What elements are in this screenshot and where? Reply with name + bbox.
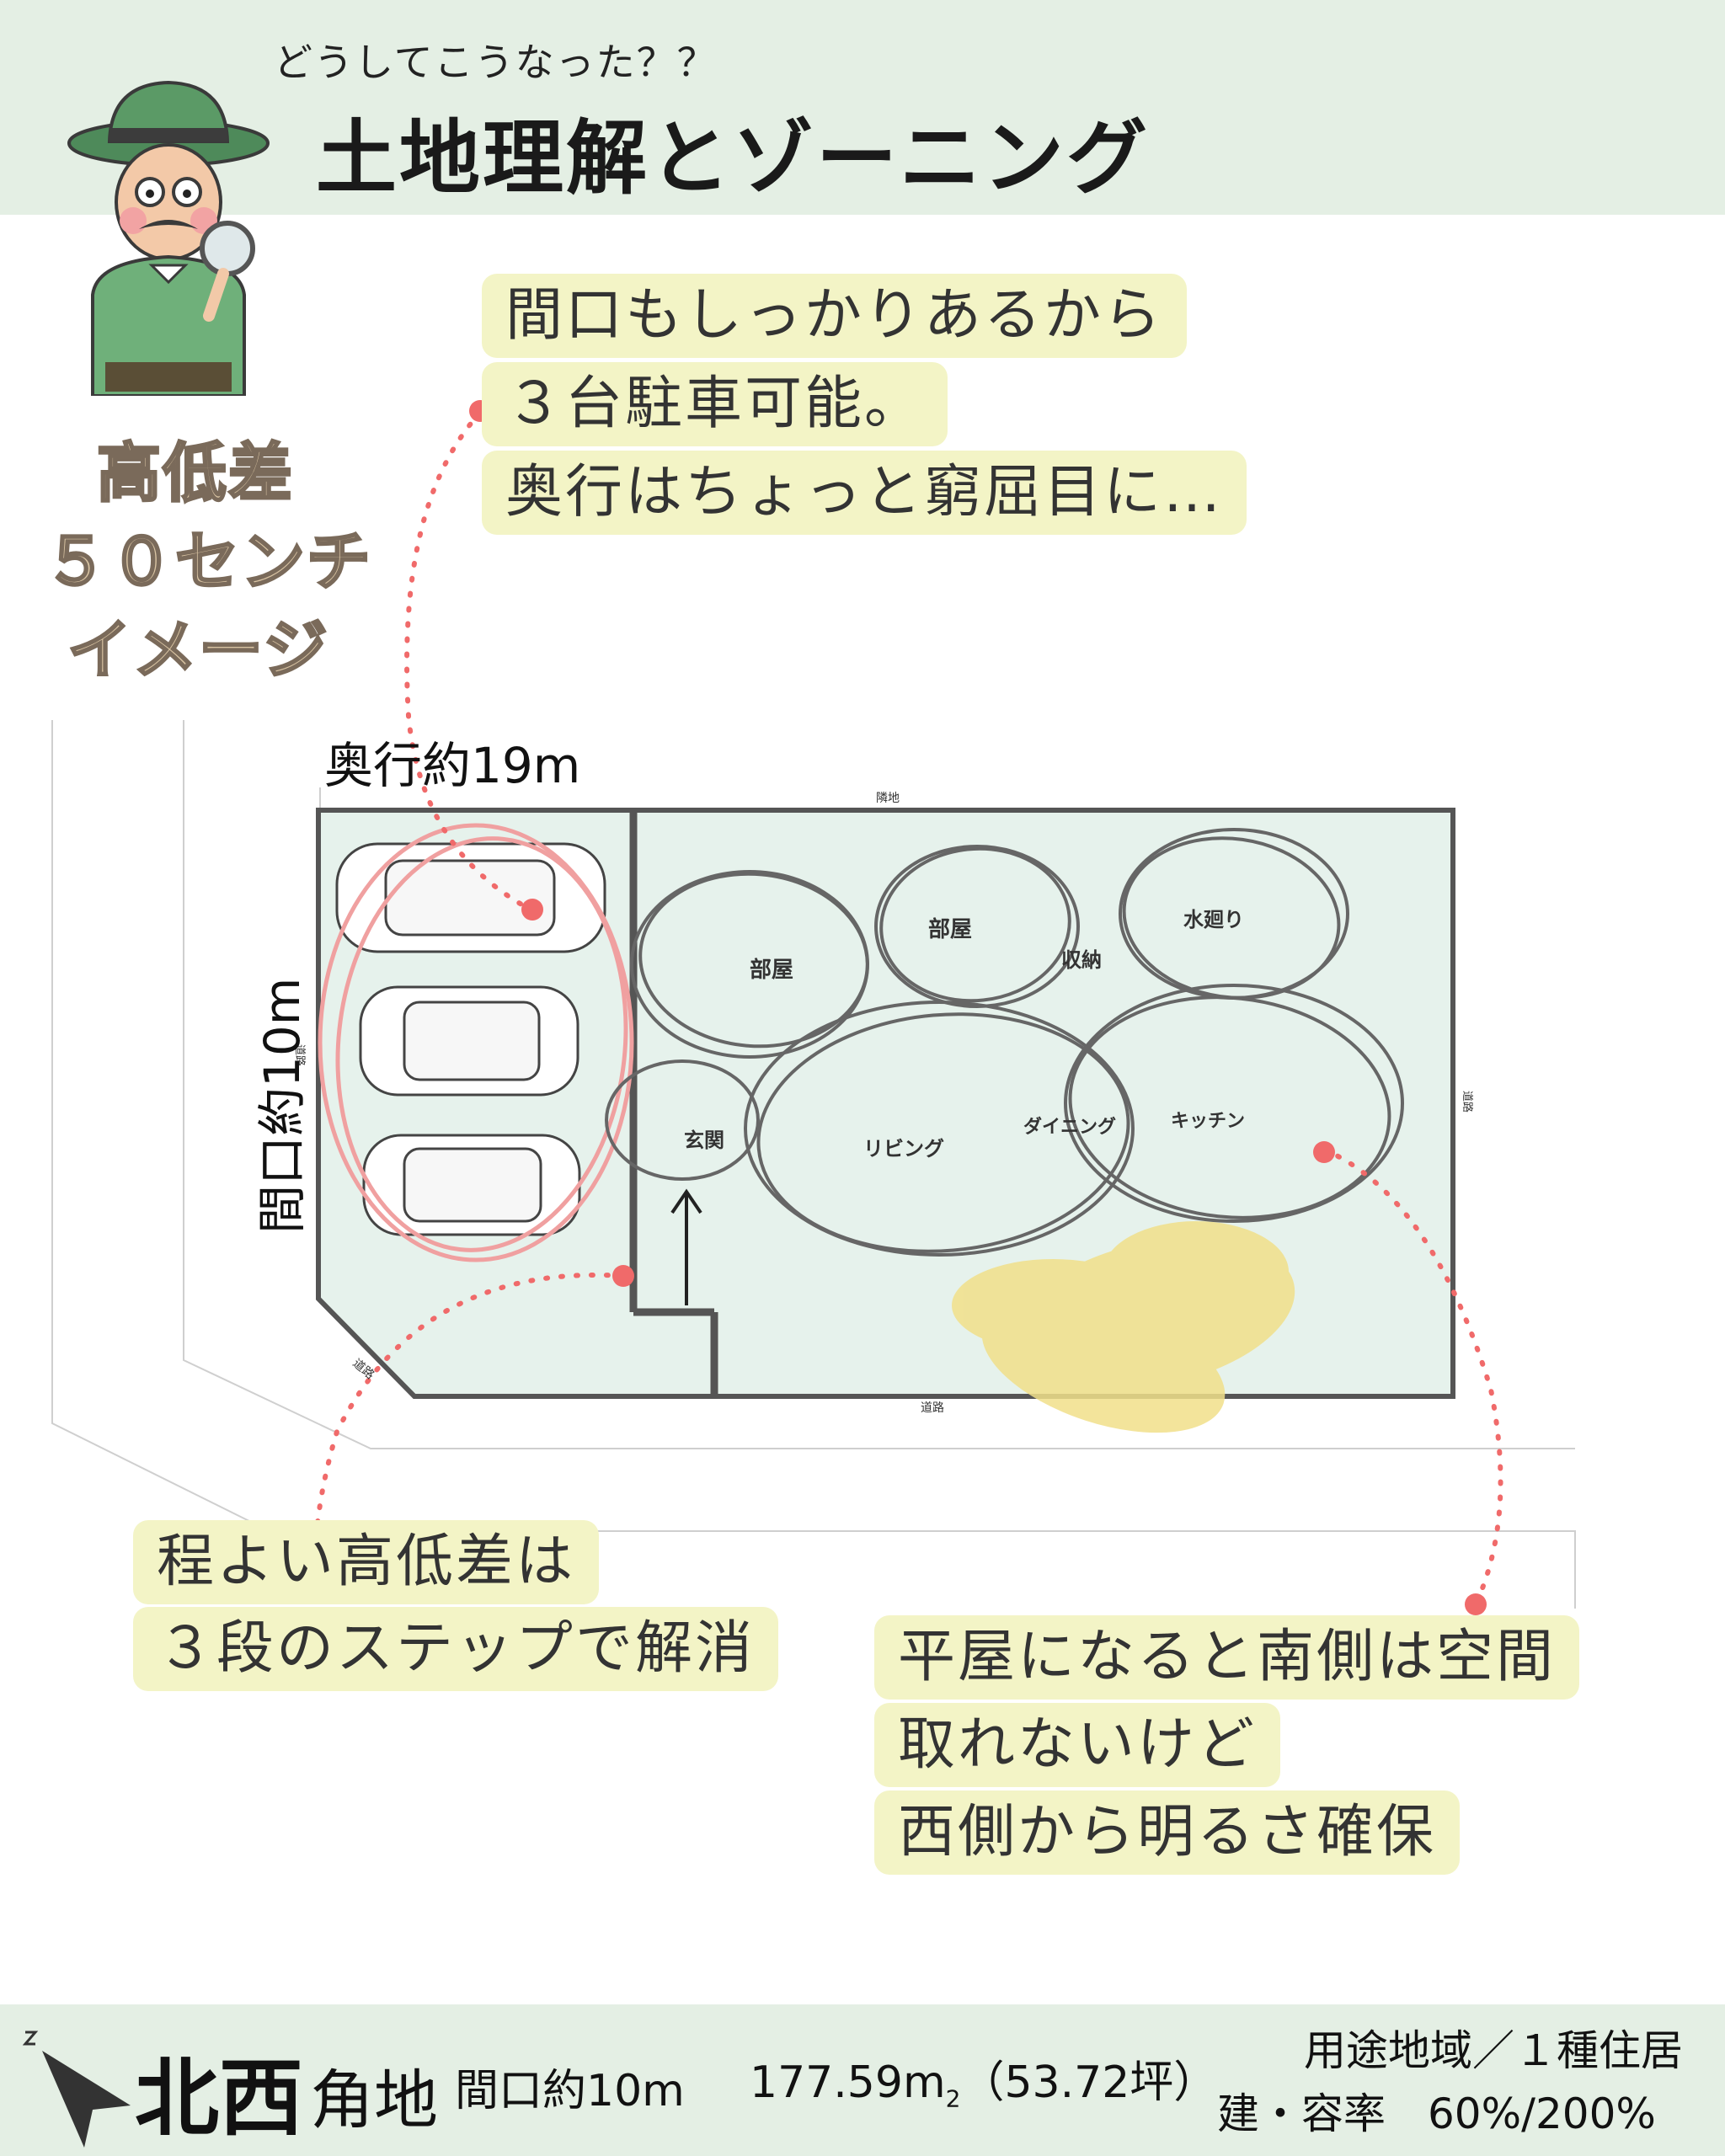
room-label-kitchen: キッチン bbox=[1171, 1111, 1245, 1132]
zoning-circles bbox=[605, 828, 1404, 1257]
neighbor-label: 隣地 bbox=[876, 792, 900, 805]
footer-band bbox=[0, 2004, 1725, 2156]
callout-bottom-right-line-1: 平屋になると南側は空間 bbox=[874, 1615, 1580, 1700]
footer-area-unit-sub: 2 bbox=[945, 2084, 961, 2113]
footer-frontage: 間口約10m bbox=[455, 2066, 685, 2116]
subtitle: どうしてこうなった？？ bbox=[274, 40, 718, 85]
callout-bottom-right-line-3: 西側から明るさ確保 bbox=[874, 1790, 1461, 1875]
building-walls bbox=[629, 810, 718, 1396]
room-label-room-1: 部屋 bbox=[750, 958, 793, 983]
road-label-south: 道路 bbox=[921, 1401, 944, 1415]
road-label-corner: 道路 bbox=[350, 1357, 377, 1382]
detective-illustration bbox=[67, 80, 270, 396]
callout-anchor-dots bbox=[469, 400, 1487, 1615]
elevation-label-line-3: イメージ bbox=[66, 611, 329, 689]
callout-leaders bbox=[312, 410, 1503, 1607]
room-label-wet-area: 水廻り bbox=[1183, 908, 1244, 931]
parking-highlight bbox=[318, 823, 634, 1262]
car-2 bbox=[359, 985, 579, 1097]
room-label-living: リビング bbox=[863, 1137, 944, 1161]
depth-dimension-label: 奥行約19m bbox=[324, 737, 581, 794]
sunlight-patch bbox=[952, 1221, 1295, 1433]
callout-bottom-left-line-1: 程よい高低差は bbox=[133, 1520, 600, 1604]
entrance-arrow bbox=[670, 1188, 702, 1305]
footer-building-ratio: 建・容率 60%/200% bbox=[1217, 2089, 1656, 2138]
page-title: 土地理解とゾーニング bbox=[316, 111, 1150, 205]
room-label-storage: 収納 bbox=[1061, 948, 1102, 972]
elevation-label-line-2: ５０センチ bbox=[43, 523, 372, 600]
footer-area-tsubo: （53.72坪） bbox=[960, 2057, 1218, 2108]
elevation-label-line-1: 高低差 bbox=[96, 435, 294, 512]
north-arrow-icon bbox=[22, 2031, 131, 2148]
car-1 bbox=[335, 842, 606, 953]
footer-corner-suffix: 角地 bbox=[310, 2063, 438, 2137]
footer-corner-direction: 北西 bbox=[135, 2049, 303, 2148]
road-label-east: 道路 bbox=[1461, 1091, 1474, 1113]
header-band bbox=[0, 0, 1725, 215]
car-3 bbox=[362, 1134, 581, 1236]
road-label-west: 道路 bbox=[293, 1044, 307, 1066]
callout-top-line-3: 奥行はちょっと窮屈目に… bbox=[482, 451, 1247, 535]
callout-bottom-left-line-2: ３段のステップで解消 bbox=[133, 1607, 779, 1691]
callout-top-line-2: ３台駐車可能。 bbox=[482, 362, 948, 446]
callout-bottom-right-line-2: 取れないけど bbox=[874, 1703, 1281, 1787]
site-plan: 隣地 道路 道路 道路 道路 部屋 部屋 収納 水廻り 玄関 リビング ダイニン… bbox=[51, 400, 1576, 1615]
footer-area: 177.59m2（53.72坪） bbox=[750, 2047, 1217, 2112]
footer-area-value: 177.59m bbox=[750, 2057, 946, 2108]
callout-top-line-1: 間口もしっかりあるから bbox=[482, 274, 1188, 358]
room-label-room-2: 部屋 bbox=[928, 917, 972, 942]
footer-zoning: 用途地域／１種住居 bbox=[1304, 2026, 1683, 2075]
room-label-entrance: 玄関 bbox=[684, 1129, 724, 1152]
room-label-dining: ダイニング bbox=[1023, 1116, 1116, 1138]
frontage-dimension-label: 間口約10m bbox=[254, 977, 311, 1234]
